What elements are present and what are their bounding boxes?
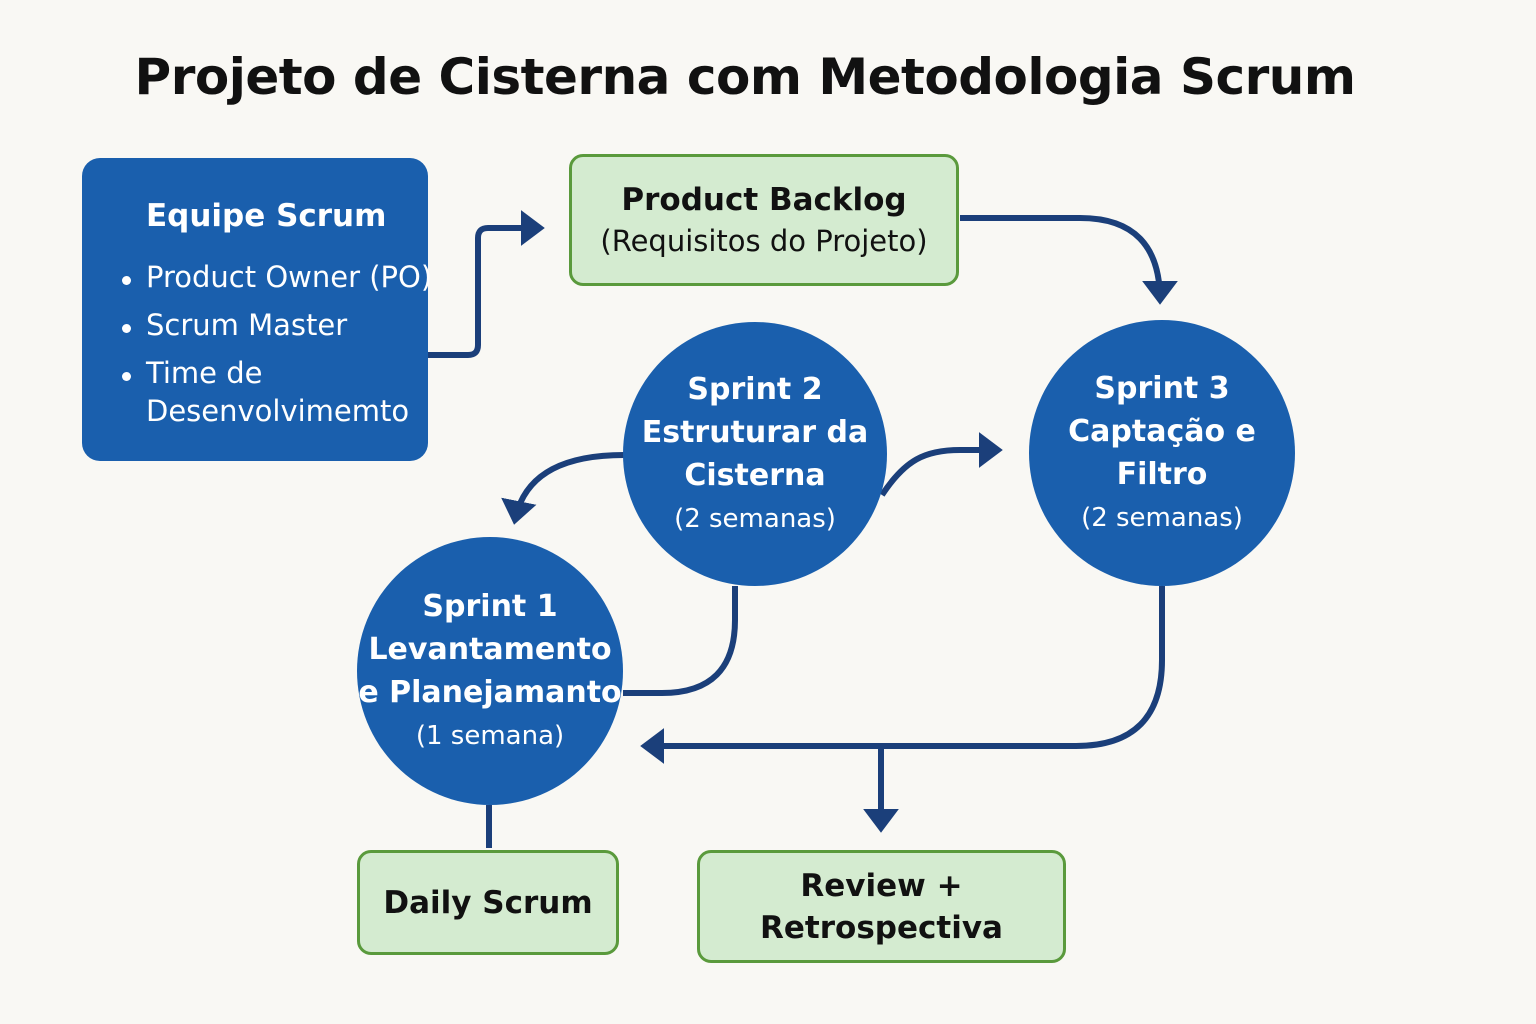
sprint-2-duration: (2 semanas) xyxy=(674,503,836,534)
connector-sprint2-to-sprint1-bottom xyxy=(623,586,738,696)
arrow-sprint3-to-sprint1 xyxy=(640,586,1165,764)
sprint-1-duration: (1 semana) xyxy=(415,720,565,751)
arrow-sprint2-to-sprint1 xyxy=(501,452,625,525)
scrum-team-box: Equipe Scrum Product Owner (PO) Scrum Ma… xyxy=(82,158,432,461)
team-member-scrum-master: Scrum Master xyxy=(120,306,446,344)
sprint-3-label: Sprint 3 xyxy=(1094,370,1230,406)
arrow-sprint2-to-sprint3 xyxy=(879,432,1003,497)
product-backlog-subtitle: (Requisitos do Projeto) xyxy=(600,224,928,258)
team-member-dev-team: Time de Desenvolvimemto xyxy=(120,354,446,430)
arrow-team-to-backlog xyxy=(428,210,545,358)
review-retrospective-box: Review + Retrospectiva xyxy=(697,850,1066,963)
team-member-product-owner: Product Owner (PO) xyxy=(120,258,446,296)
sprint-1-node: Sprint 1 Levantamento e Planejamanto (1 … xyxy=(357,537,623,805)
sprint-2-label: Sprint 2 xyxy=(687,371,823,407)
review-label-line2: Retrospectiva xyxy=(760,909,1003,946)
product-backlog-title: Product Backlog xyxy=(621,182,907,218)
sprint-1-label: Sprint 1 xyxy=(422,588,558,624)
arrow-backlog-to-sprint3 xyxy=(960,215,1178,305)
sprint-2-node: Sprint 2 Estruturar da Cisterna (2 seman… xyxy=(623,322,887,586)
sprint-1-desc-line1: Levantamento xyxy=(368,631,612,667)
sprint-3-desc-line2: Filtro xyxy=(1116,456,1208,492)
daily-scrum-box: Daily Scrum xyxy=(357,850,619,955)
diagram-title: Projeto de Cisterna com Metodologia Scru… xyxy=(134,48,1356,106)
sprint-1-desc-line2: e Planejamanto xyxy=(358,674,622,710)
sprint-3-desc-line1: Captação e xyxy=(1068,413,1256,449)
daily-scrum-label: Daily Scrum xyxy=(383,884,593,921)
product-backlog-box: Product Backlog (Requisitos do Projeto) xyxy=(569,154,959,286)
scrum-team-title: Equipe Scrum xyxy=(146,198,387,234)
review-label-line1: Review + xyxy=(800,867,963,904)
sprint-3-node: Sprint 3 Captação e Filtro (2 semanas) xyxy=(1029,320,1295,586)
sprint-2-desc-line1: Estruturar da xyxy=(641,414,869,450)
scrum-team-list: Product Owner (PO) Scrum Master Time de … xyxy=(120,258,446,440)
sprint-3-duration: (2 semanas) xyxy=(1081,502,1243,533)
sprint-2-desc-line2: Cisterna xyxy=(684,457,826,493)
